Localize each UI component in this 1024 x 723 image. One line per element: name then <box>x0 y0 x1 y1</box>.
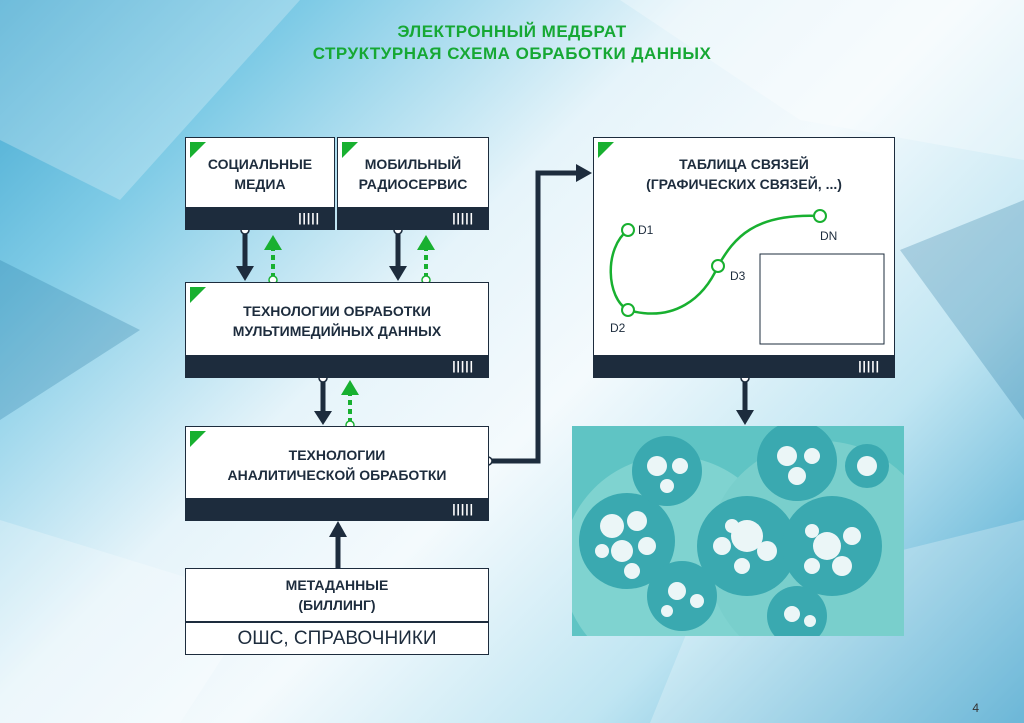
corner-marker-icon <box>190 287 206 303</box>
graph-node-d3 <box>711 259 725 273</box>
bar-ticks: ||||| <box>452 211 474 225</box>
mobile-radio-box: МОБИЛЬНЫЙ РАДИОСЕРВИС ||||| <box>337 137 489 230</box>
bar-ticks: ||||| <box>452 502 474 516</box>
empty-panel <box>759 253 885 345</box>
analytic-label-1: ТЕХНОЛОГИИ <box>288 447 386 463</box>
social-media-label-1: СОЦИАЛЬНЫЕ <box>207 156 313 172</box>
link-graph: D1 D2 D3 DN <box>609 209 885 345</box>
corner-marker-icon <box>190 142 206 158</box>
graph-label-d2: D2 <box>610 321 626 335</box>
title-line-2: СТРУКТУРНАЯ СХЕМА ОБРАБОТКИ ДАННЫХ <box>312 44 712 63</box>
mobile-radio-label-1: МОБИЛЬНЫЙ <box>364 156 462 172</box>
graph-node-d2 <box>621 303 635 317</box>
bar-ticks: ||||| <box>298 211 320 225</box>
graph-label-d1: D1 <box>638 223 654 237</box>
corner-marker-icon <box>342 142 358 158</box>
graph-node-d1 <box>621 223 635 237</box>
cluster-bubble-image <box>572 426 904 636</box>
metadata-label-1: МЕТАДАННЫЕ <box>285 577 389 593</box>
metadata-label-2: (БИЛЛИНГ) <box>298 597 376 613</box>
metadata-box: МЕТАДАННЫЕ (БИЛЛИНГ) <box>185 568 489 622</box>
social-media-label-2: МЕДИА <box>234 176 286 192</box>
title-line-1: ЭЛЕКТРОННЫЙ МЕДБРАТ <box>397 22 627 41</box>
references-box: ОШС, СПРАВОЧНИКИ <box>185 622 489 655</box>
corner-marker-icon <box>598 142 614 158</box>
corner-marker-icon <box>190 431 206 447</box>
link-table-label-2: (ГРАФИЧЕСКИХ СВЯЗЕЙ, ...) <box>646 176 842 192</box>
analytic-processing-box: ТЕХНОЛОГИИ АНАЛИТИЧЕСКОЙ ОБРАБОТКИ ||||| <box>185 426 489 521</box>
bar-ticks: ||||| <box>858 359 880 373</box>
graph-node-dn <box>813 209 827 223</box>
mobile-radio-label-2: РАДИОСЕРВИС <box>358 176 468 192</box>
multimedia-processing-box: ТЕХНОЛОГИИ ОБРАБОТКИ МУЛЬТИМЕДИЙНЫХ ДАНН… <box>185 282 489 378</box>
multimedia-label-2: МУЛЬТИМЕДИЙНЫХ ДАННЫХ <box>232 323 442 339</box>
link-table-box: ТАБЛИЦА СВЯЗЕЙ (ГРАФИЧЕСКИХ СВЯЗЕЙ, ...)… <box>593 137 895 378</box>
multimedia-label-1: ТЕХНОЛОГИИ ОБРАБОТКИ <box>243 303 431 319</box>
bar-ticks: ||||| <box>452 359 474 373</box>
social-media-box: СОЦИАЛЬНЫЕ МЕДИА ||||| <box>185 137 335 230</box>
graph-label-d3: D3 <box>730 269 746 283</box>
link-table-label-1: ТАБЛИЦА СВЯЗЕЙ <box>679 156 809 172</box>
graph-label-dn: DN <box>820 229 837 243</box>
analytic-label-2: АНАЛИТИЧЕСКОЙ ОБРАБОТКИ <box>227 467 447 483</box>
page-number: 4 <box>972 701 979 715</box>
